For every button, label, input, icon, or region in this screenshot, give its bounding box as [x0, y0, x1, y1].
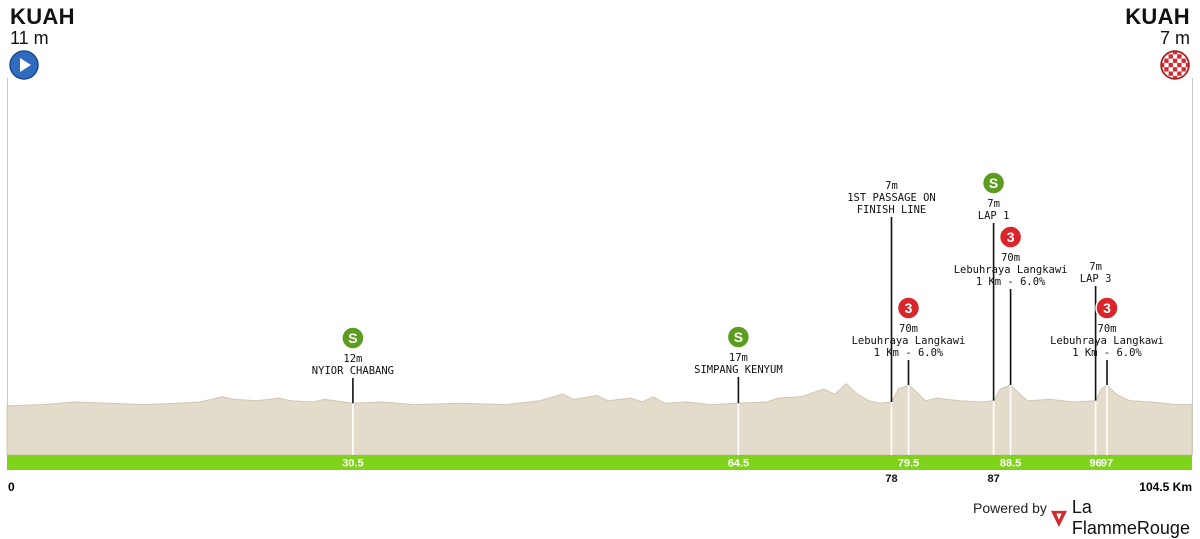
- checker-square: [1177, 75, 1182, 78]
- sprint-badge-icon: [726, 325, 751, 349]
- marker-km-label: 30.5: [342, 458, 363, 470]
- marker-badge-label: S: [989, 175, 998, 191]
- start-altitude: 11 m: [10, 28, 49, 48]
- play-circle-icon: [9, 50, 39, 80]
- checker-square: [1168, 58, 1173, 63]
- checker-square: [1177, 58, 1182, 63]
- marker-km-label: 88.5: [1000, 458, 1021, 470]
- checker-square: [1172, 71, 1178, 76]
- distance-start-label: 0: [8, 480, 15, 494]
- checker-square: [1164, 71, 1169, 76]
- finish-altitude: 7 m: [1159, 28, 1190, 48]
- marker-altitude: 7m: [987, 198, 1000, 210]
- checker-square: [1162, 67, 1165, 72]
- marker-name: LAP 1: [978, 210, 1010, 222]
- checker-square: [1164, 62, 1169, 68]
- checker-square: [1168, 52, 1173, 55]
- checker-square: [1181, 62, 1186, 68]
- sprint-badge-icon: [981, 171, 1006, 195]
- marker-altitude: 12m: [343, 353, 362, 365]
- marker-name-line2: FINISH LINE: [857, 204, 927, 216]
- marker-name: Lebuhraya Langkawi: [954, 264, 1068, 276]
- marker-altitude: 70m: [1001, 252, 1020, 264]
- marker-name-line2: 1 Km - 6.0%: [874, 347, 944, 359]
- climb-badge-icon: [896, 296, 921, 320]
- checker-square: [1162, 75, 1165, 78]
- checker-square: [1172, 54, 1178, 59]
- finish-town: KUAH: [1125, 4, 1190, 29]
- brand-name: La FlammeRouge: [1071, 497, 1190, 538]
- checker-square: [1185, 67, 1188, 72]
- powered-by-label: Powered by: [973, 500, 1047, 516]
- distance-end-label: 104.5 Km: [1139, 480, 1192, 494]
- marker-name: SIMPANG KENYUM: [694, 364, 783, 376]
- marker-altitude: 17m: [729, 352, 748, 364]
- marker-name: LAP 3: [1080, 273, 1112, 285]
- checker-square: [1185, 52, 1188, 55]
- marker-badge-label: 3: [1007, 229, 1015, 245]
- marker-name: Lebuhraya Langkawi: [1050, 335, 1164, 347]
- checker-square: [1168, 67, 1173, 72]
- marker-name-line2: 1 Km - 6.0%: [1072, 347, 1142, 359]
- marker-name: 1ST PASSAGE ON: [847, 192, 936, 204]
- marker-badge-label: S: [734, 329, 743, 345]
- marker-name: NYIOR CHABANG: [312, 365, 394, 377]
- checker-square: [1168, 75, 1173, 78]
- checker-square: [1181, 71, 1186, 76]
- marker-km-label: 79.5: [898, 458, 919, 470]
- checker-square: [1164, 54, 1169, 59]
- checker-square: [1177, 67, 1182, 72]
- checker-square: [1185, 75, 1188, 78]
- checker-square: [1181, 54, 1186, 59]
- flamme-rouge-icon: [1050, 510, 1068, 527]
- checkered-flag-icon: [1160, 50, 1190, 80]
- marker-altitude: 70m: [899, 323, 918, 335]
- road-bar: [7, 455, 1192, 470]
- marker-km-label: 96: [1089, 458, 1101, 470]
- marker-badge-label: S: [348, 330, 357, 346]
- marker-altitude: 7m: [1089, 261, 1102, 273]
- climb-badge-icon: [1095, 296, 1119, 320]
- marker-km-label-below: 87: [987, 473, 999, 485]
- checker-square: [1172, 62, 1178, 68]
- climb-badge-icon: [998, 225, 1023, 249]
- start-town: KUAH: [10, 4, 75, 29]
- marker-km-label: 64.5: [728, 458, 749, 470]
- sprint-badge-icon: [341, 326, 365, 350]
- marker-km-label-below: 78: [885, 473, 897, 485]
- marker-altitude: 70m: [1098, 323, 1117, 335]
- marker-km-label: 97: [1101, 458, 1113, 470]
- checker-square: [1185, 58, 1188, 63]
- brand-logo[interactable]: La FlammeRouge: [1050, 497, 1200, 539]
- checker-square: [1162, 58, 1165, 63]
- checker-square: [1162, 52, 1165, 55]
- marker-badge-label: 3: [1103, 300, 1111, 316]
- marker-name: Lebuhraya Langkawi: [852, 335, 966, 347]
- marker-name-line2: 1 Km - 6.0%: [976, 276, 1046, 288]
- marker-altitude: 7m: [885, 180, 898, 192]
- checker-square: [1177, 52, 1182, 55]
- marker-badge-label: 3: [905, 300, 913, 316]
- elevation-profile: [6, 383, 1193, 456]
